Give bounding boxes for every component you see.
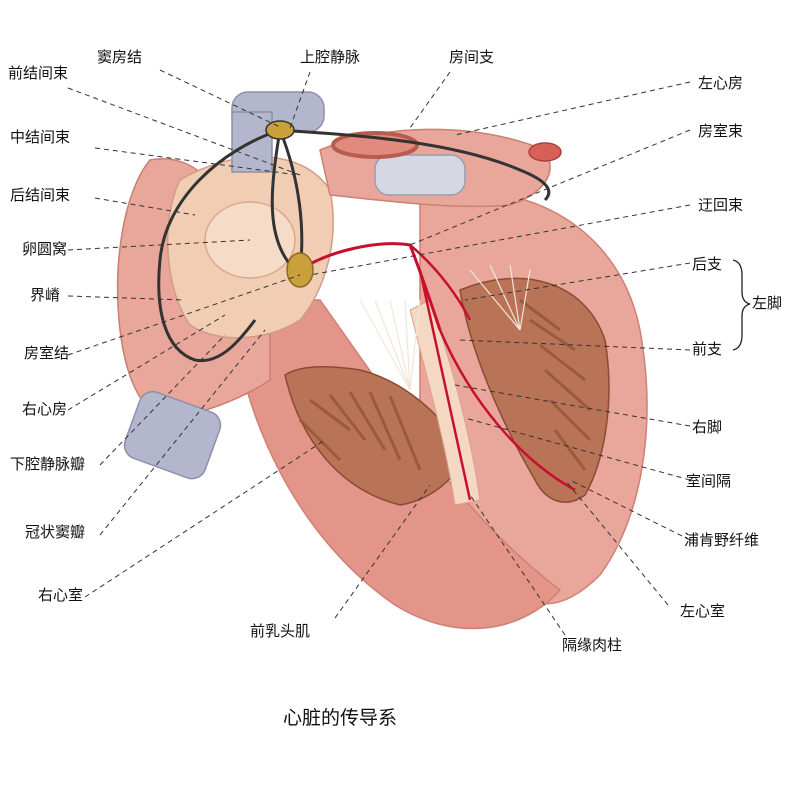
label-left-bundle: 左脚 <box>752 294 783 312</box>
septum-shape <box>409 299 481 506</box>
label-purkinje: 浦肯野纤维 <box>684 531 760 549</box>
label-right-ventricle: 右心室 <box>38 586 84 604</box>
label-right-atrium: 右心房 <box>22 400 68 418</box>
label-interatrial-branch: 房间支 <box>449 48 495 66</box>
right-bundle-branch <box>418 269 472 501</box>
label-posterior-branch: 后支 <box>692 255 723 273</box>
av-node-shape <box>286 252 314 288</box>
label-crista-terminalis: 界嵴 <box>30 286 61 304</box>
label-mid-internodal: 中结间束 <box>10 128 71 146</box>
label-left-ventricle: 左心室 <box>680 602 726 620</box>
pulmonary-vein <box>528 142 562 162</box>
left-ventricle-cavity <box>459 277 610 503</box>
label-svc: 上腔静脉 <box>300 48 361 66</box>
label-septum: 室间隔 <box>686 472 732 490</box>
chordae-tendineae <box>359 264 531 391</box>
sa-node-shape <box>265 120 295 140</box>
leader-lines <box>67 69 691 636</box>
aorta-vessel <box>374 154 466 196</box>
conduction-system <box>157 128 576 501</box>
label-sa-node: 窦房结 <box>97 48 143 66</box>
figure-caption: 心脏的传导系 <box>282 707 397 729</box>
label-av-node: 房室结 <box>24 344 70 362</box>
label-fossa-ovalis: 卵圆窝 <box>22 240 68 258</box>
ivc-vessel <box>123 390 222 480</box>
label-anterior-branch: 前支 <box>692 340 723 358</box>
label-ant-papillary: 前乳头肌 <box>250 622 311 640</box>
left-bundle-brace <box>732 259 751 351</box>
his-bundle <box>299 242 442 331</box>
trabeculae <box>298 298 592 471</box>
label-post-internodal: 后结间束 <box>10 186 71 204</box>
left-bundle-branches <box>409 244 576 492</box>
label-left-atrium: 左心房 <box>698 74 744 92</box>
label-right-bundle: 右脚 <box>692 418 723 436</box>
label-coronary-sinus-valve: 冠状窦瓣 <box>25 523 86 541</box>
internodal-tracts <box>157 128 551 363</box>
label-ivc-valve: 下腔静脉瓣 <box>10 455 86 473</box>
label-av-bundle: 房室束 <box>698 122 744 140</box>
label-recurrent-bundle: 迂回束 <box>698 196 744 214</box>
label-ant-internodal: 前结间束 <box>8 64 69 82</box>
label-septomarginal: 隔缘肉柱 <box>562 636 623 654</box>
